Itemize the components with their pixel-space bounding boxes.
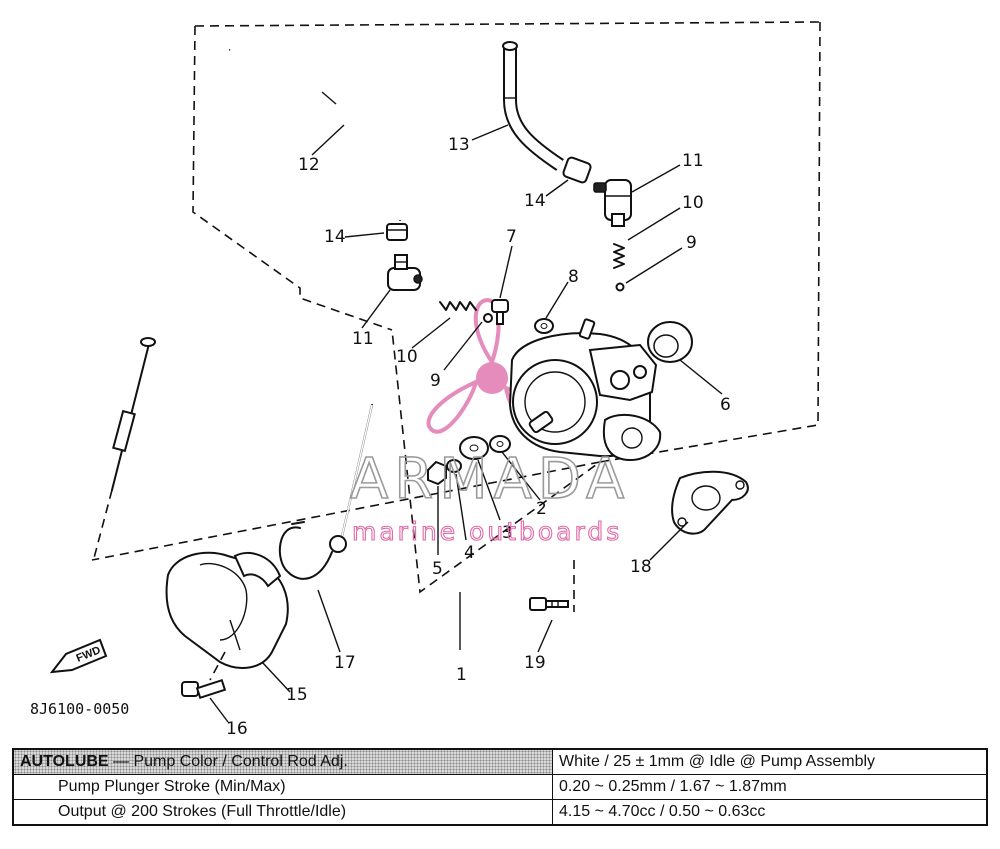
callout-9-left: 9 (430, 371, 441, 391)
callout-14-left: 14 (324, 227, 346, 247)
part-12-hose (227, 45, 405, 221)
part-19-bolt (529, 597, 569, 611)
callout-3: 3 (502, 523, 513, 543)
part-18-gasket (671, 470, 749, 535)
exploded-parts-diagram: FWD 1 2 3 4 5 6 7 8 9 9 10 10 11 11 12 1… (30, 21, 821, 739)
callout-1: 1 (456, 665, 467, 685)
assembly-boundary-left (91, 461, 601, 561)
watermark-brand: ARMADA (350, 447, 630, 512)
callout-13: 13 (448, 135, 470, 155)
spec-label: Pump Plunger Stroke (Min/Max) (12, 774, 553, 800)
part-6-seal-ring (647, 321, 693, 363)
fwd-arrow-icon: FWD (49, 638, 108, 674)
watermark-tagline: marine outboards (352, 517, 622, 546)
callout-14-right: 14 (524, 191, 546, 211)
spec-value: White / 25 ± 1mm @ Idle @ Pump Assembly (552, 748, 988, 775)
callout-10-right: 10 (682, 193, 704, 213)
part-14-fitting-right (562, 156, 592, 184)
spec-label: AUTOLUBE — Pump Color / Control Rod Adj. (12, 748, 553, 775)
spec-value: 0.20 ~ 0.25mm / 1.67 ~ 1.87mm (552, 774, 988, 800)
callout-6: 6 (720, 395, 731, 415)
spec-value: 4.15 ~ 4.70cc / 0.50 ~ 0.63cc (552, 799, 988, 826)
callout-12: 12 (298, 155, 320, 175)
throttle-cable (93, 337, 156, 559)
part-11-elbow-right (593, 179, 632, 227)
spec-label-bold: AUTOLUBE (20, 753, 109, 770)
callout-2: 2 (536, 499, 547, 519)
part-15-pump-cover (165, 551, 289, 669)
spec-label-rest: — Pump Color / Control Rod Adj. (108, 753, 348, 770)
drawing-code: 8J6100-0050 (30, 700, 129, 718)
assembly-boundary (192, 21, 821, 594)
table-row: Output @ 200 Strokes (Full Throttle/Idle… (12, 799, 988, 826)
callout-5: 5 (432, 559, 443, 579)
part-7-screw (491, 299, 509, 325)
spec-label: Output @ 200 Strokes (Full Throttle/Idle… (12, 799, 553, 826)
callout-15: 15 (286, 685, 308, 705)
callout-18: 18 (630, 557, 652, 577)
callout-11-left: 11 (352, 329, 374, 349)
callout-7: 7 (506, 227, 517, 247)
part-17-control-rod (279, 404, 373, 580)
part-8-washer (534, 318, 554, 334)
table-row: Pump Plunger Stroke (Min/Max) 0.20 ~ 0.2… (12, 774, 988, 800)
part-2-washer (489, 435, 511, 453)
part-16-bolt (181, 678, 227, 700)
callout-10-left: 10 (396, 347, 418, 367)
callout-19: 19 (524, 653, 546, 673)
callout-16: 16 (226, 719, 248, 739)
part-9-check-ball-left (483, 313, 493, 323)
autolube-spec-table: AUTOLUBE — Pump Color / Control Rod Adj.… (12, 748, 988, 826)
pump-body (508, 318, 662, 462)
callout-11-right: 11 (682, 151, 704, 171)
part-11-elbow-left (387, 254, 423, 291)
callout-8: 8 (568, 267, 579, 287)
part-5-nut (427, 460, 447, 486)
table-row: AUTOLUBE — Pump Color / Control Rod Adj.… (12, 748, 988, 775)
part-9-check-ball-right (615, 282, 625, 292)
callout-9-right: 9 (686, 233, 697, 253)
part-10-spring-right (613, 243, 625, 269)
callout-4: 4 (464, 543, 475, 563)
part-10-spring-left (439, 301, 477, 311)
callout-17: 17 (334, 653, 356, 673)
part-3-spacer (459, 436, 489, 460)
part-13-hose (502, 41, 564, 171)
part-14-fitting-left (386, 223, 408, 241)
